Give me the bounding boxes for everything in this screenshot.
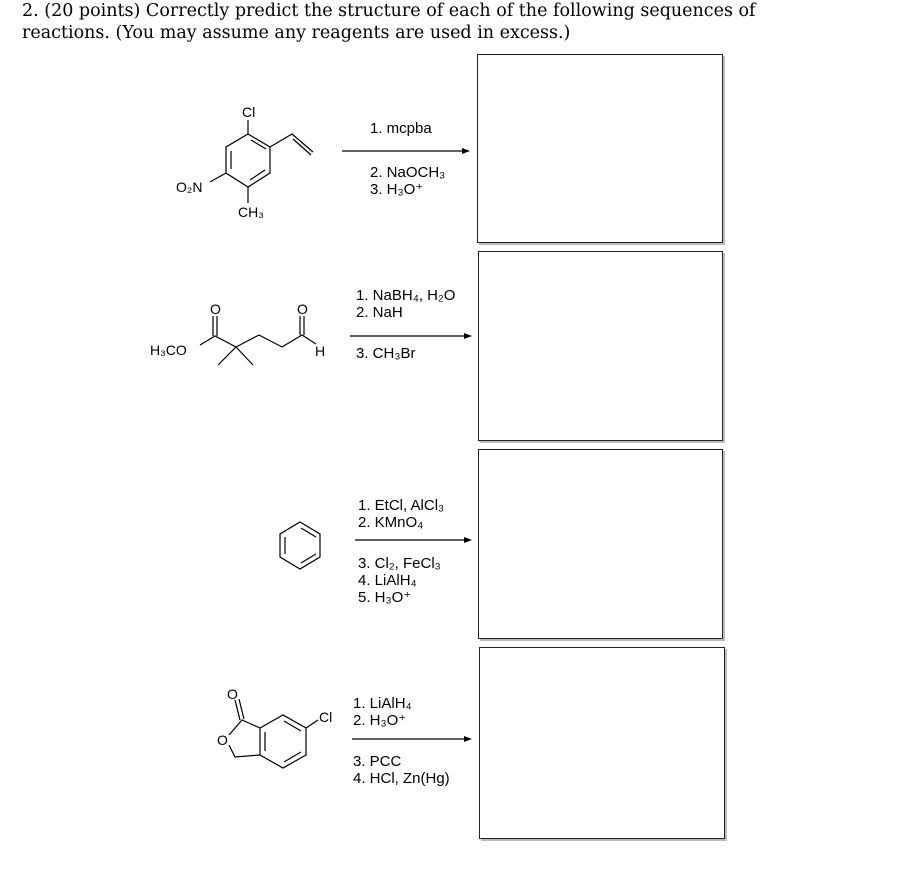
reagent-1-2: 2. NaOCH₃ [370,164,446,181]
atom-cl: Cl [242,104,255,120]
answer-box-2[interactable] [478,251,723,441]
answer-box-4[interactable] [479,647,725,839]
molecule-1: Cl O₂N CH₃ [176,104,314,220]
reagent-3-5: 5. H₃O⁺ [358,589,412,606]
reagent-2-3: 3. CH₃Br [356,345,416,362]
reagent-1-1: 1. mcpba [370,120,432,137]
arrow-2-head [464,333,472,339]
reagent-3-1: 1. EtCl, AlCl₃ [358,497,445,514]
reagent-2-2: 2. NaH [356,304,403,321]
atom-h: H [315,343,325,359]
atom-o-carbonyl: O [227,686,238,702]
atom-no2: O₂N [176,179,202,195]
answer-box-1[interactable] [477,54,723,243]
arrow-4-head [464,736,472,742]
molecule-4: O O Cl [217,686,332,769]
atom-o-ring: O [217,732,228,748]
question-line-1: 2. (20 points) Correctly predict the str… [22,1,756,21]
atom-ch3: CH₃ [238,204,264,220]
reagent-4-4: 4. HCl, Zn(Hg) [353,770,450,787]
reagent-2-1: 1. NaBH₄, H₂O [356,287,456,304]
arrow-3-head [464,537,472,543]
atom-o-ester: O [210,301,221,317]
reagent-3-2: 2. KMnO₄ [358,514,424,531]
molecule-2: H₃CO O O H [150,301,325,366]
question-line-2: reactions. (You may assume any reagents … [22,23,571,43]
reagent-4-3: 3. PCC [353,753,402,770]
arrow-1-head [462,148,470,154]
atom-o-aldehyde: O [297,301,308,317]
reagent-4-2: 2. H₃O⁺ [353,712,407,729]
reagent-1-3: 3. H₃O⁺ [370,181,424,198]
atom-h3co: H₃CO [150,342,187,358]
reaction-arrows [342,148,472,742]
answer-box-3[interactable] [478,449,723,639]
reagent-3-4: 4. LiAlH₄ [358,572,417,589]
atom-cl: Cl [319,709,332,725]
question-text: 2. (20 points) Correctly predict the str… [22,0,756,44]
molecule-3-benzene [279,521,321,570]
reagent-3-3: 3. Cl₂, FeCl₃ [358,555,441,572]
reagent-4-1: 1. LiAlH₄ [353,695,412,712]
